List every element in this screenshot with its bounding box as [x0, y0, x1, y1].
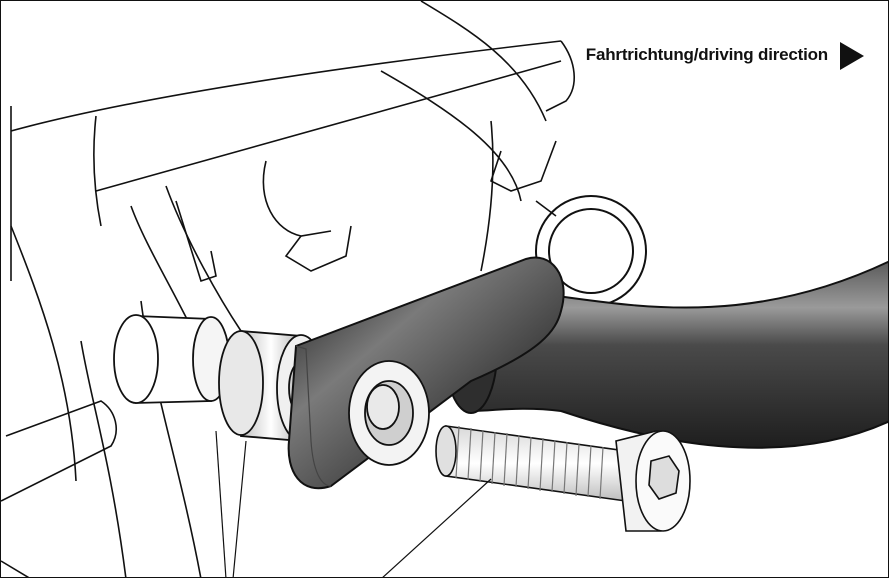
- driving-direction-label: Fahrtrichtung/driving direction: [585, 45, 828, 64]
- cap-screw: [435, 425, 691, 532]
- spacer-sleeve: [113, 314, 230, 404]
- leader-lines: [215, 430, 492, 577]
- triangle-right-icon: [840, 42, 864, 70]
- chassis-line-art: [1, 1, 576, 577]
- washer: [348, 360, 430, 466]
